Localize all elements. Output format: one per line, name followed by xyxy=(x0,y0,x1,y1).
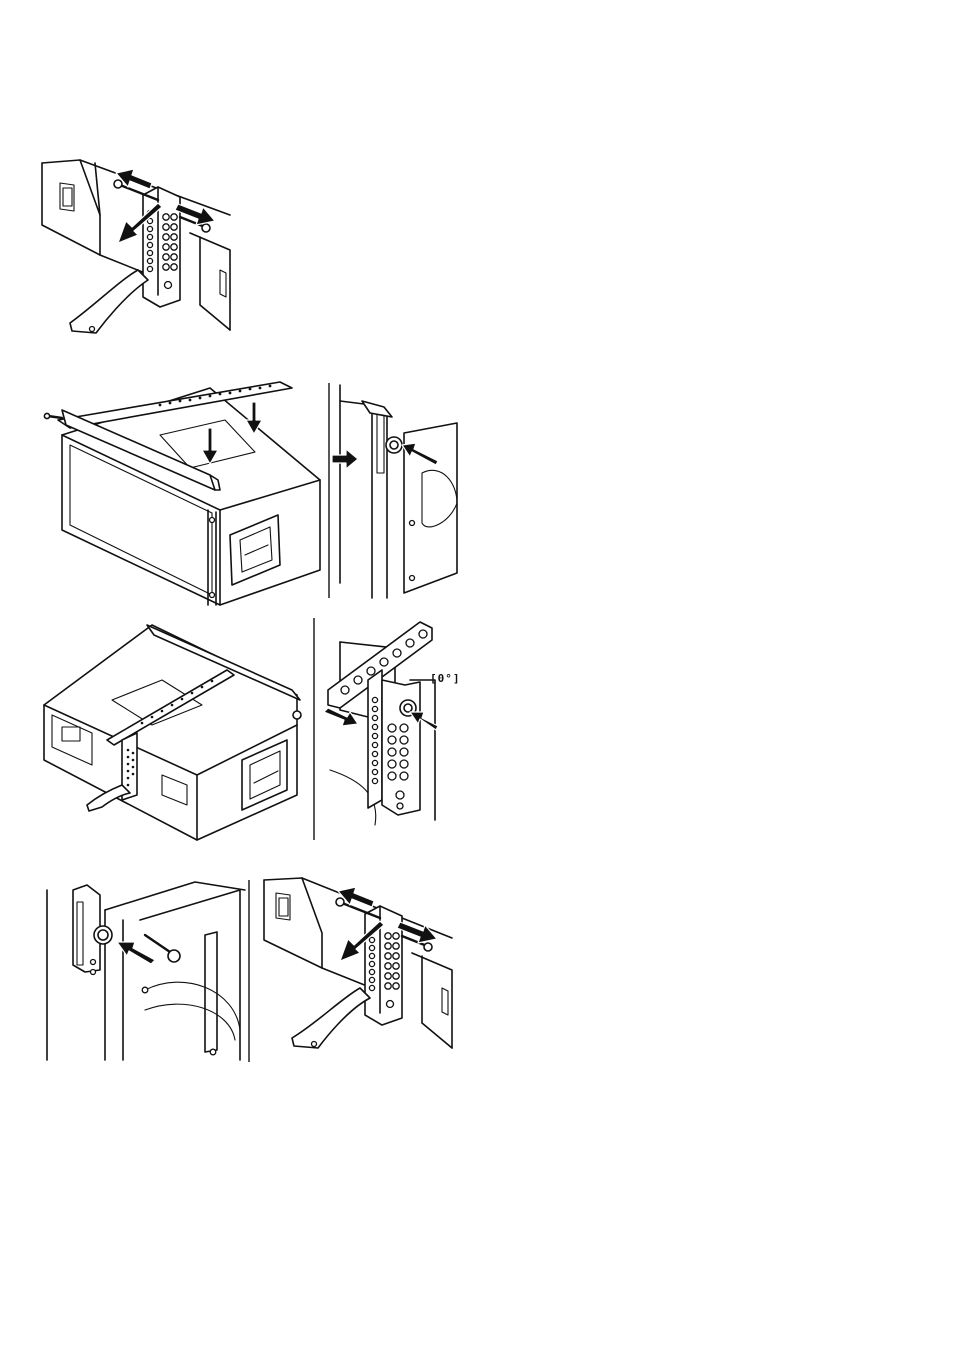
pull-arrow xyxy=(396,921,438,944)
push-arrow xyxy=(331,448,359,470)
place-arrow xyxy=(245,401,263,435)
pull-arrow xyxy=(337,886,375,908)
step-4-insert-pin-illustration xyxy=(45,880,246,1062)
bracket-holes xyxy=(368,928,400,1009)
step-2-place-grid-illustration xyxy=(40,380,325,610)
panel-divider xyxy=(328,383,332,598)
fold-arrow xyxy=(117,202,163,244)
bracket-holes xyxy=(146,209,178,290)
push-arrow xyxy=(409,711,439,731)
panel-divider xyxy=(248,880,252,1062)
push-arrow xyxy=(401,442,439,466)
place-arrow xyxy=(201,427,219,465)
step-3-detail-angle-pin-illustration xyxy=(320,620,440,826)
step-3-grid-attached-illustration xyxy=(42,615,307,845)
panel-divider xyxy=(313,618,317,840)
push-arrow xyxy=(116,941,156,965)
bracket-holes xyxy=(126,748,135,787)
bracket-holes xyxy=(371,696,409,810)
pull-arrow xyxy=(174,203,216,226)
pull-arrow xyxy=(115,168,153,190)
grid-holes xyxy=(158,384,272,407)
push-arrow xyxy=(323,707,359,727)
angle-label: [0°] xyxy=(430,672,461,685)
step-4-remove-pins-illustration xyxy=(262,877,457,1058)
locking-pin xyxy=(178,215,211,233)
step-1-remove-pins-illustration xyxy=(40,155,235,345)
locking-pin xyxy=(113,179,160,202)
grid-holes xyxy=(140,679,214,725)
fold-arrow xyxy=(339,920,385,962)
step-2-detail-insert-pin-illustration xyxy=(331,383,462,603)
grid-holes xyxy=(340,629,428,695)
